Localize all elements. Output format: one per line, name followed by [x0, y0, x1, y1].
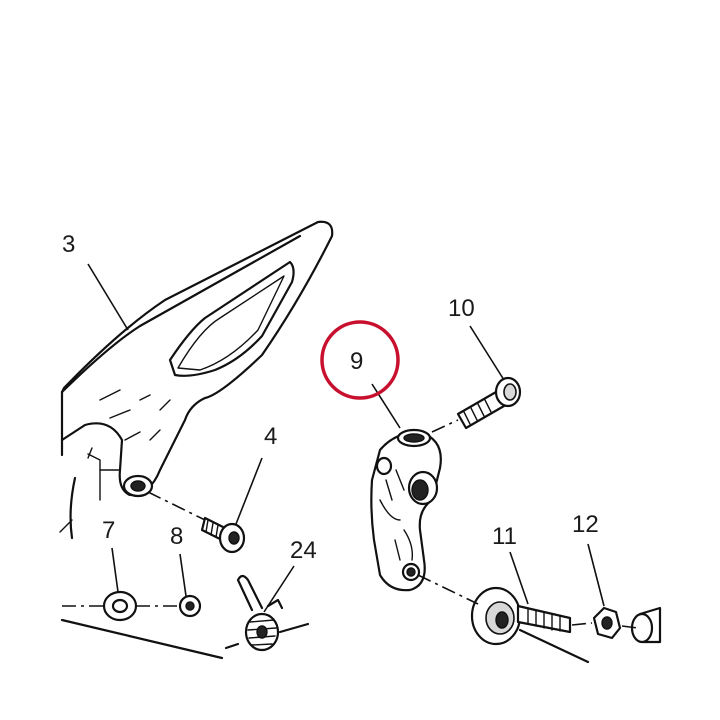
label-part-4: 4: [264, 423, 277, 450]
label-part-24: 24: [290, 537, 317, 564]
label-part-8: 8: [170, 523, 183, 550]
washer-part-7: [102, 590, 138, 622]
leader-12: [587, 543, 605, 607]
spring-part-24: [236, 574, 284, 652]
bolt-part-4: [200, 516, 246, 554]
bolt-part-10: [456, 376, 522, 430]
leader-8: [179, 553, 187, 597]
nut-part-12: [592, 606, 622, 640]
leader-10: [469, 325, 505, 381]
clip-part-8: [178, 594, 202, 618]
highlight-circle: [320, 320, 400, 400]
cut-off-part-right: [630, 606, 662, 644]
leader-4: [235, 457, 263, 525]
footpeg-bracket-plate: [59, 220, 334, 540]
leader-11: [509, 551, 529, 605]
leader-3: [87, 263, 129, 331]
leader-lines: [87, 263, 605, 613]
label-part-10: 10: [448, 295, 475, 322]
label-part-3: 3: [62, 231, 75, 258]
label-part-11: 11: [492, 523, 517, 550]
label-part-7: 7: [102, 517, 115, 544]
arm-link-part-9: [370, 428, 442, 592]
label-part-9: 9: [350, 348, 363, 375]
assembly-axis-lines: [60, 419, 639, 664]
bearing-bolt-part-11: [470, 586, 572, 646]
label-part-12: 12: [572, 511, 599, 538]
part-number-labels: 3 4 7 8 24 9 10 11 12: [62, 231, 599, 564]
leader-9: [371, 383, 401, 429]
leader-7: [111, 547, 119, 593]
leader-24: [263, 565, 295, 613]
